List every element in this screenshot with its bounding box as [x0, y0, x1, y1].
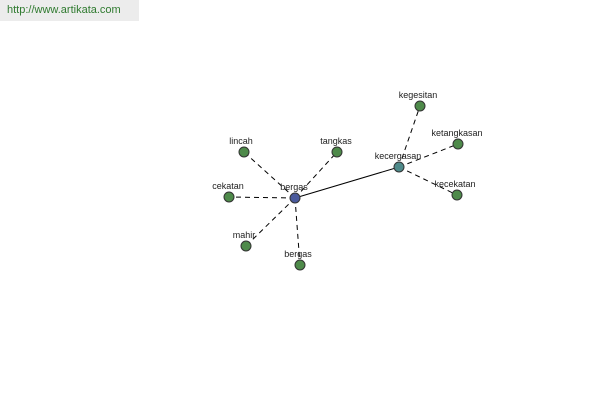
node-label-bergas-leaf[interactable]: bergas	[284, 249, 312, 259]
node-kecergasan[interactable]	[393, 161, 405, 173]
node-lincah[interactable]	[238, 146, 250, 158]
node-label-cekatan[interactable]: cekatan	[212, 181, 244, 191]
node-label-kecekatan[interactable]: kecekatan	[434, 179, 475, 189]
node-label-ketangkasan[interactable]: ketangkasan	[431, 128, 482, 138]
node-cekatan[interactable]	[223, 191, 235, 203]
graph-labels: bergas kecergasan lincah tangkas cekatan mahi…	[212, 90, 482, 259]
edge-bergas-hub-to-tangkas	[294, 151, 338, 199]
node-label-lincah[interactable]: lincah	[229, 136, 253, 146]
source-url-banner: http://www.artikata.com	[0, 0, 139, 21]
node-label-bergas-hub[interactable]: bergas	[280, 182, 308, 192]
graph-nodes	[223, 100, 464, 271]
node-label-kecergasan[interactable]: kecergasan	[375, 151, 422, 161]
node-kegesitan[interactable]	[414, 100, 426, 112]
node-ketangkasan[interactable]	[452, 138, 464, 150]
node-label-kegesitan[interactable]: kegesitan	[399, 90, 438, 100]
node-tangkas[interactable]	[331, 146, 343, 158]
edge-bergas-hub-to-mahir	[245, 197, 296, 247]
edge-bergas-hub-to-cekatan	[228, 196, 296, 199]
graph-edges	[228, 105, 459, 266]
source-url-text[interactable]: http://www.artikata.com	[7, 4, 121, 16]
edge-kecergasan-to-kegesitan	[398, 105, 421, 168]
edge-kecergasan-to-ketangkasan	[398, 143, 459, 168]
node-bergas-leaf[interactable]	[294, 259, 306, 271]
node-kecekatan[interactable]	[451, 189, 463, 201]
edge-kecergasan-to-kecekatan	[398, 166, 458, 196]
edge-bergas-hub-to-kecergasan	[294, 166, 400, 199]
node-mahir[interactable]	[240, 240, 252, 252]
node-label-tangkas[interactable]: tangkas	[320, 136, 352, 146]
edge-bergas-hub-to-bergas-leaf	[294, 197, 301, 266]
edge-bergas-hub-to-lincah	[243, 151, 296, 199]
node-bergas-hub[interactable]	[289, 192, 301, 204]
node-label-mahir[interactable]: mahir	[233, 230, 256, 240]
